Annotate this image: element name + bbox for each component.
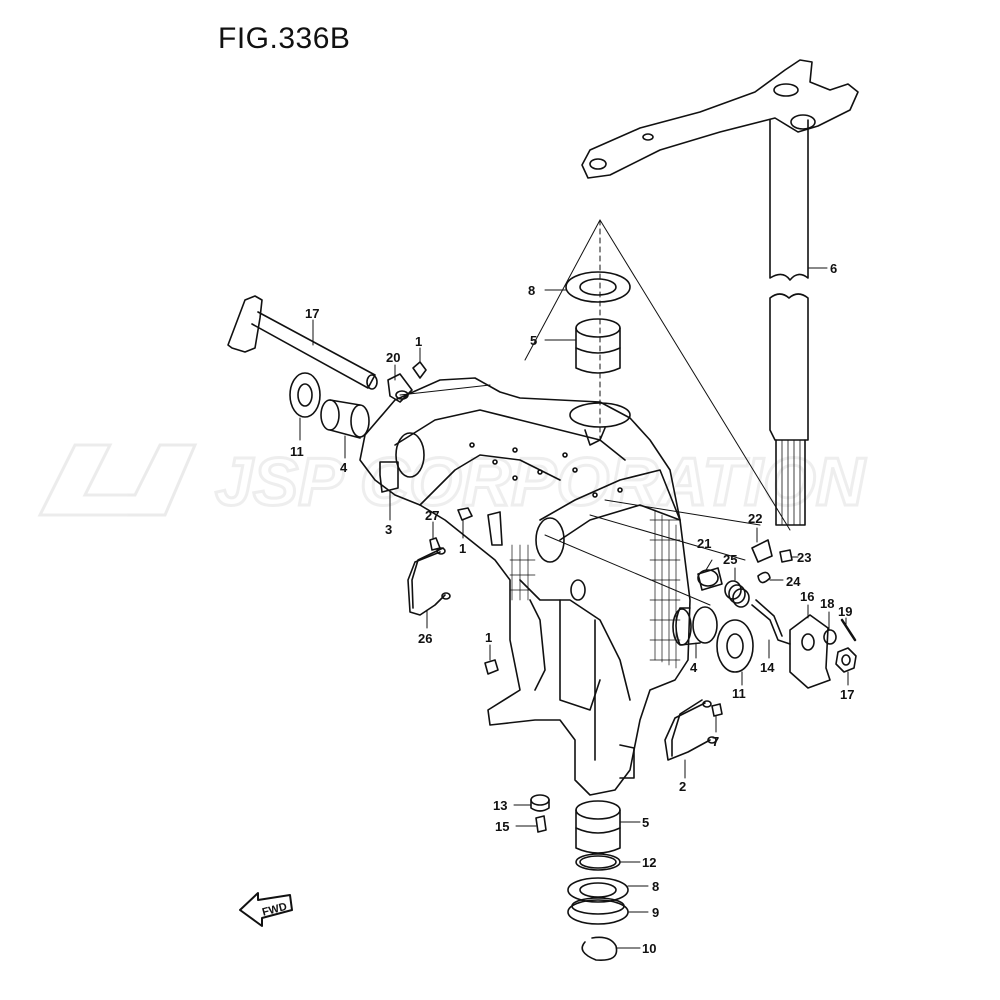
grease-fitting-right [697,567,723,591]
thrust-washer-left [289,372,321,418]
ground-wire-left [407,547,451,616]
callout-5-lower: 5 [642,815,649,830]
cap-13 [530,794,550,812]
bushing-right [672,606,718,646]
callout-5: 5 [530,333,537,348]
callout-23: 19 [838,604,852,619]
callout-14: 15 [495,819,509,834]
callout-12: 12 [642,855,656,870]
callout-1-lower: 1 [485,630,492,645]
bolt-top [412,361,427,379]
bushing-left [320,399,370,439]
callout-2: 2 [679,779,686,794]
callout-15: 17 [305,306,319,321]
callout-20: 23 [797,550,811,565]
callout-8-lower: 8 [652,879,659,894]
callout-13: 13 [493,798,507,813]
callout-17-right: 21 [697,536,711,551]
callout-25: 24 [786,574,801,589]
callout-6: 6 [830,261,837,276]
callout-3: 3 [385,522,392,537]
screw-20 [779,549,793,563]
thrust-washer-right [716,619,754,673]
callout-21: 17 [840,687,854,702]
nut-21 [835,647,857,673]
callout-17: 20 [386,350,400,365]
steering-arm [581,59,859,179]
plate-19 [751,539,773,563]
callout-1-top: 1 [415,334,422,349]
callout-11: 11 [290,444,304,459]
callout-8: 8 [528,283,535,298]
callout-24: 25 [723,552,737,567]
callout-16: 16 [800,589,814,604]
callout-labels: 8 5 6 17 20 1 11 4 3 27 1 26 1 22 23 21 … [290,261,854,956]
callout-11-right: 11 [732,686,746,701]
callout-18: 14 [760,660,775,675]
bolt-lower [484,659,499,675]
fwd-arrow [239,892,293,927]
washer-22 [823,629,837,645]
callout-26: 26 [418,631,432,646]
fwd-label: FWD [261,901,288,919]
screw-14 [535,815,547,833]
upper-bushing [575,318,621,374]
lower-bushing [575,800,621,854]
spring [724,580,750,608]
callout-10: 10 [642,941,656,956]
callout-7: 7 [712,734,719,749]
leader-lines [299,267,849,949]
callout-27: 27 [425,508,439,523]
upper-washer [565,271,631,303]
figure-title: FIG.336B [218,22,351,55]
callout-9: 9 [652,905,659,920]
lever-18 [751,599,791,645]
swivel-bracket [359,377,691,796]
watermark: JSP CORPORATION [37,443,868,522]
callout-4: 4 [340,460,348,475]
circlip-10 [581,936,618,962]
tilt-tube [227,295,378,390]
ground-wire-right [664,699,717,761]
washer-8-lower [567,877,629,903]
pin-23 [840,618,857,642]
bracket-16 [789,614,831,689]
bolt-mid [457,507,473,521]
watermark-text: JSP CORPORATION [215,444,867,520]
bolt-7 [711,703,723,717]
callout-1-mid: 1 [459,541,466,556]
callout-22: 18 [820,596,834,611]
callout-19: 22 [748,511,762,526]
oring-12 [575,853,621,871]
steering-shaft [769,119,809,526]
spring-clip [757,571,771,584]
callout-4-right: 4 [690,660,698,675]
